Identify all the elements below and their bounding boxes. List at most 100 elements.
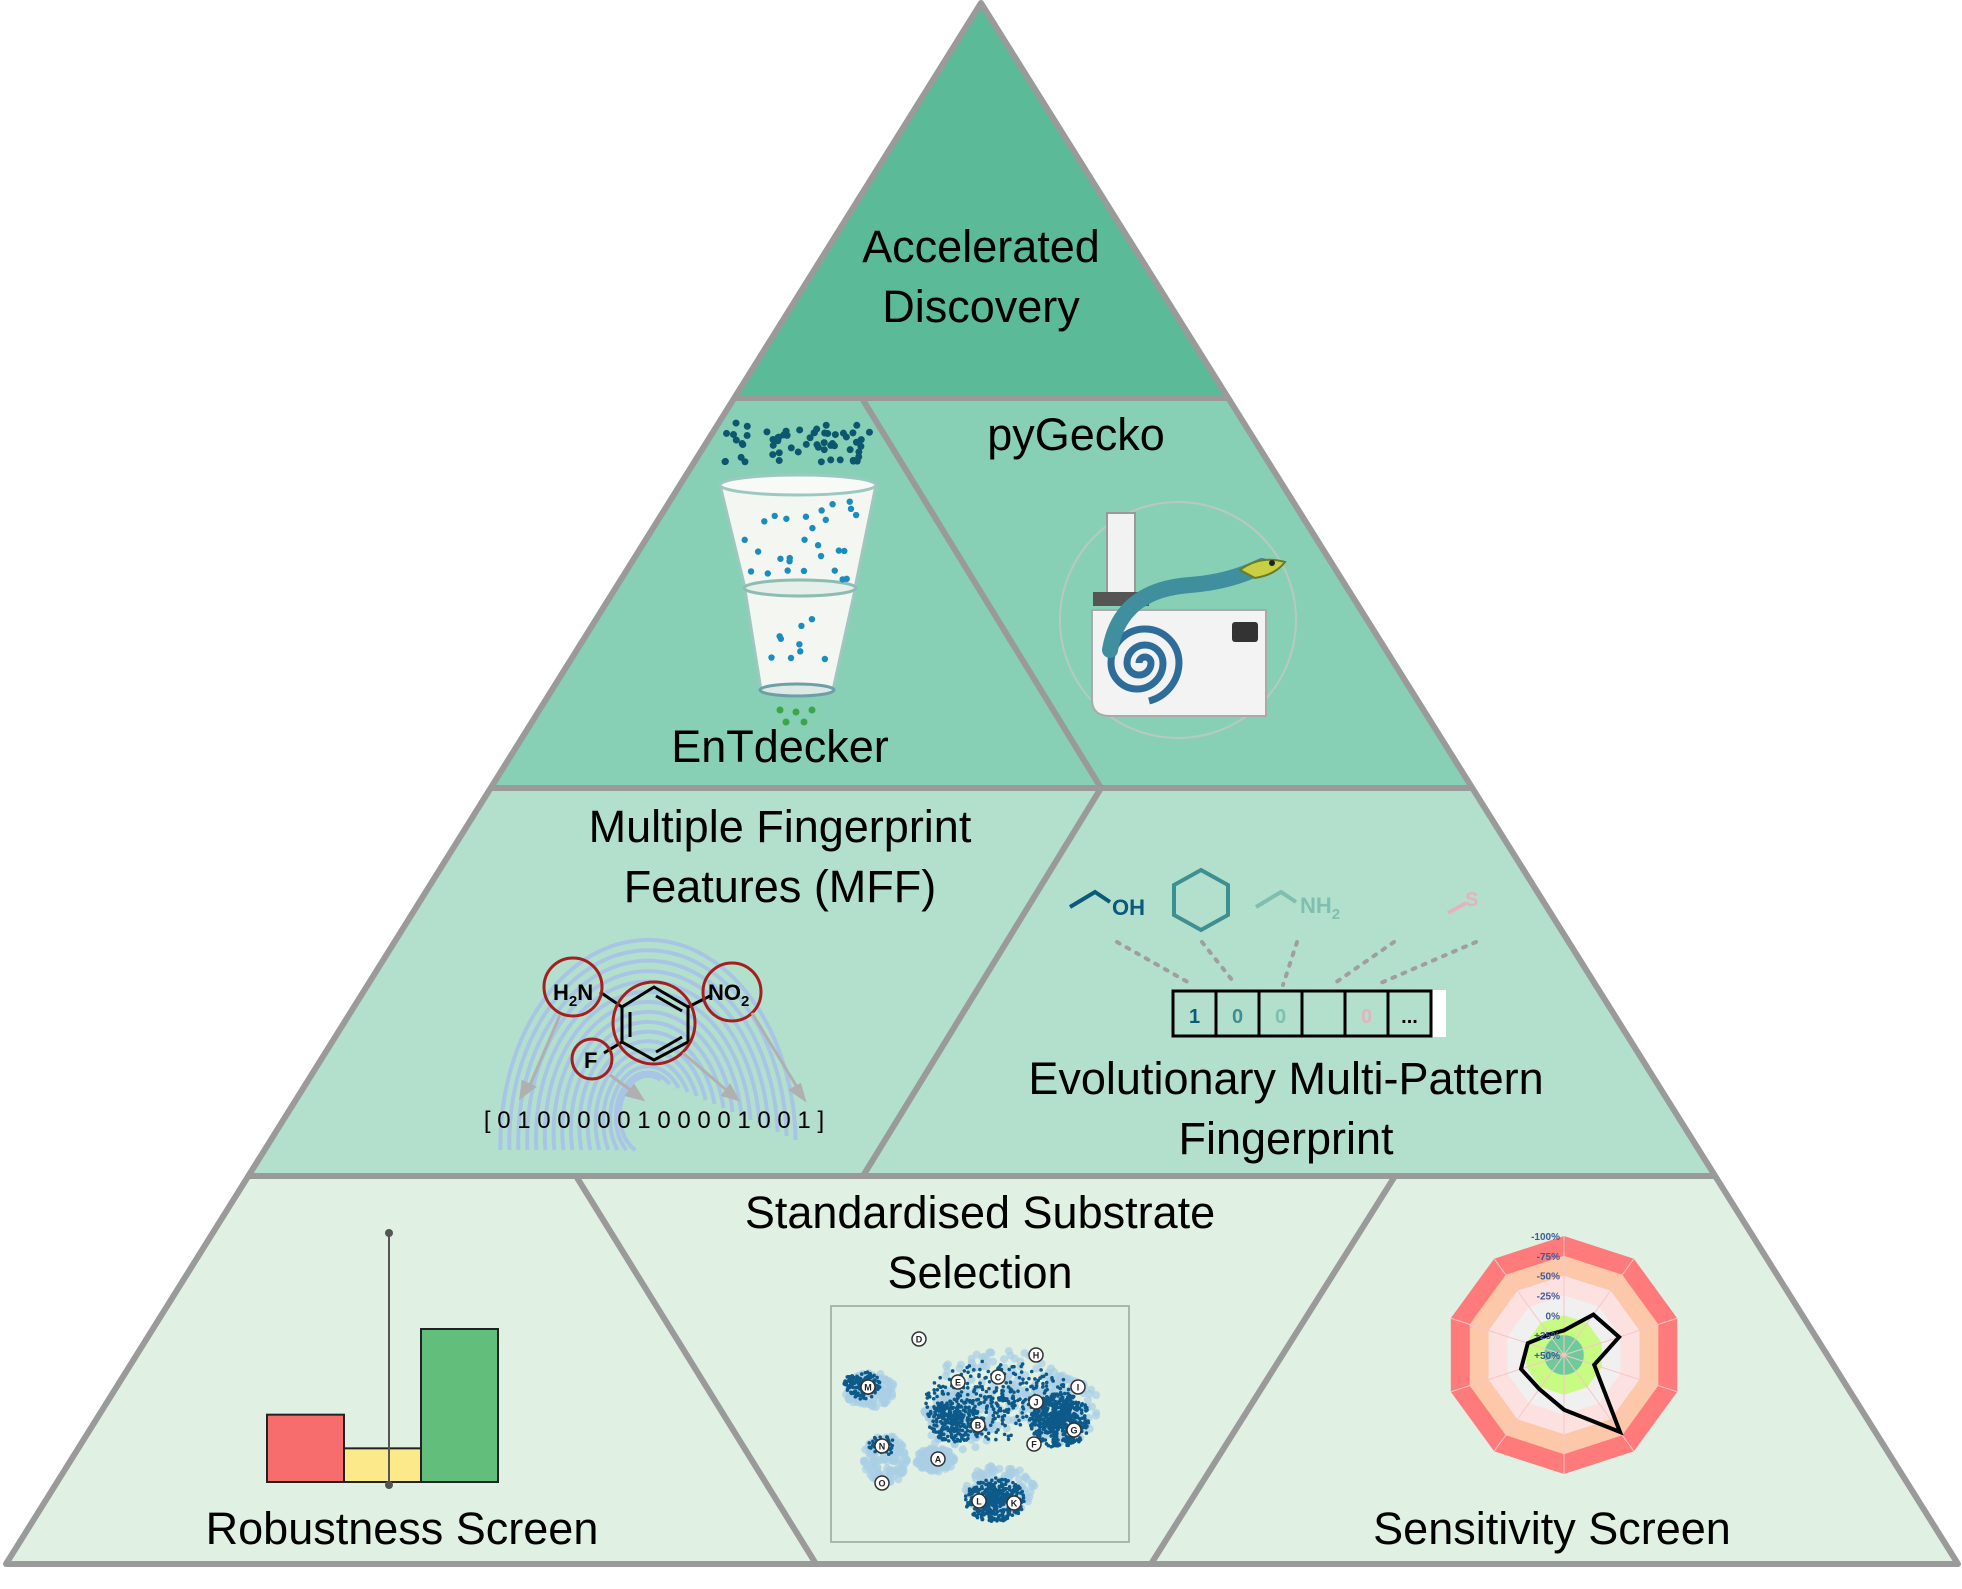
substrate-point [863,1370,868,1375]
substrate-point [968,1374,973,1378]
substrate-point [965,1386,970,1390]
substrate-point [1039,1368,1043,1372]
dot [730,430,738,438]
substrate-point [1066,1387,1071,1392]
dot [810,429,818,437]
reference-line-end [385,1229,393,1237]
fragment-structures: OH NH2 S [1068,867,1478,987]
substrate-point [854,1377,859,1382]
substrate-point [1082,1414,1087,1418]
fingerprint-ridge [608,1064,681,1151]
substrate-point-background [955,1364,964,1373]
substrate-point [1014,1421,1018,1426]
substrate-point [859,1372,864,1376]
substrate-point [1042,1417,1046,1421]
mapping-dotted-lines [1115,940,1478,987]
substrate-point [932,1381,937,1385]
substrate-point [971,1398,975,1403]
substrate-point [1069,1441,1073,1445]
substrate-point [1034,1380,1039,1385]
substrate-point [987,1504,991,1509]
substrate-point [1041,1381,1045,1386]
substrate-point [985,1404,990,1408]
substrate-point [983,1427,988,1432]
substrate-point [996,1414,1001,1419]
substrate-title-line2: Selection [887,1247,1072,1298]
substrate-point-background [1047,1384,1056,1393]
substrate-point [1015,1491,1019,1496]
dot [865,428,873,436]
substrate-point [983,1397,988,1401]
substrate-marker [874,1475,890,1491]
substrate-point [1027,1418,1032,1422]
substrate-point [992,1485,997,1489]
robustness-bar [420,1328,499,1483]
substrate-point [1037,1434,1042,1438]
substrate-marker-label: L [976,1497,982,1507]
substrate-point [963,1400,967,1405]
fingerprint-ridge [560,1009,735,1151]
substrate-point-background [897,1459,906,1468]
substrate-point [1041,1385,1045,1389]
substrate-point [1043,1402,1048,1407]
substrate-point [1072,1412,1077,1417]
substrate-point [1034,1385,1038,1390]
radar-ring-label: 0% [1546,1311,1561,1322]
substrate-point [954,1419,959,1423]
substrate-point [998,1407,1002,1412]
substrate-point [1063,1432,1067,1436]
substrate-point [948,1414,953,1419]
substrate-point [1015,1414,1019,1419]
dot [732,419,740,427]
dot [764,570,771,577]
substrate-marker-label: H [1033,1351,1040,1361]
substrate-point [890,1438,895,1442]
substrate-point [986,1431,991,1436]
substrate-point [941,1409,946,1413]
substrate-point [1007,1367,1012,1372]
dot [771,512,778,520]
substrate-point-background [901,1453,910,1462]
substrate-point [950,1401,955,1406]
substrate-point [968,1400,972,1404]
substrate-point [945,1434,950,1439]
substrate-point [1006,1437,1011,1442]
substrate-point [1012,1390,1016,1395]
substrate-marker [990,1369,1006,1385]
substrate-point [950,1406,955,1411]
substrate-marker-label: J [1033,1398,1038,1408]
substrate-marker [930,1451,946,1467]
dot [741,458,749,466]
substrate-point [992,1507,997,1512]
substrate-point [977,1374,981,1379]
dot [827,456,835,464]
substrate-point [956,1402,961,1407]
substrate-point [1079,1408,1084,1413]
substrate-point [1003,1493,1008,1497]
dot [776,633,783,640]
dot [792,708,800,716]
substrate-point [936,1415,941,1420]
substrate-point [1012,1399,1017,1404]
dot [857,442,865,450]
dot [723,429,731,437]
substrate-point [982,1400,986,1404]
substrate-point [1002,1432,1007,1437]
substrate-point [965,1365,969,1370]
substrate-point [1073,1415,1078,1419]
dot [821,655,829,663]
dot [813,441,821,449]
dot [769,451,777,459]
dot [809,524,816,532]
substrate-point [932,1429,936,1434]
substrate-point [936,1435,941,1439]
substrate-point [851,1385,856,1390]
substrate-point [1069,1437,1073,1441]
dot [776,706,784,714]
dot [853,421,861,429]
substrate-point-background [971,1443,980,1452]
substrate-point [941,1384,945,1389]
substrate-point [846,1386,850,1390]
substrate-point [980,1432,984,1436]
substrate-point [1006,1385,1011,1389]
